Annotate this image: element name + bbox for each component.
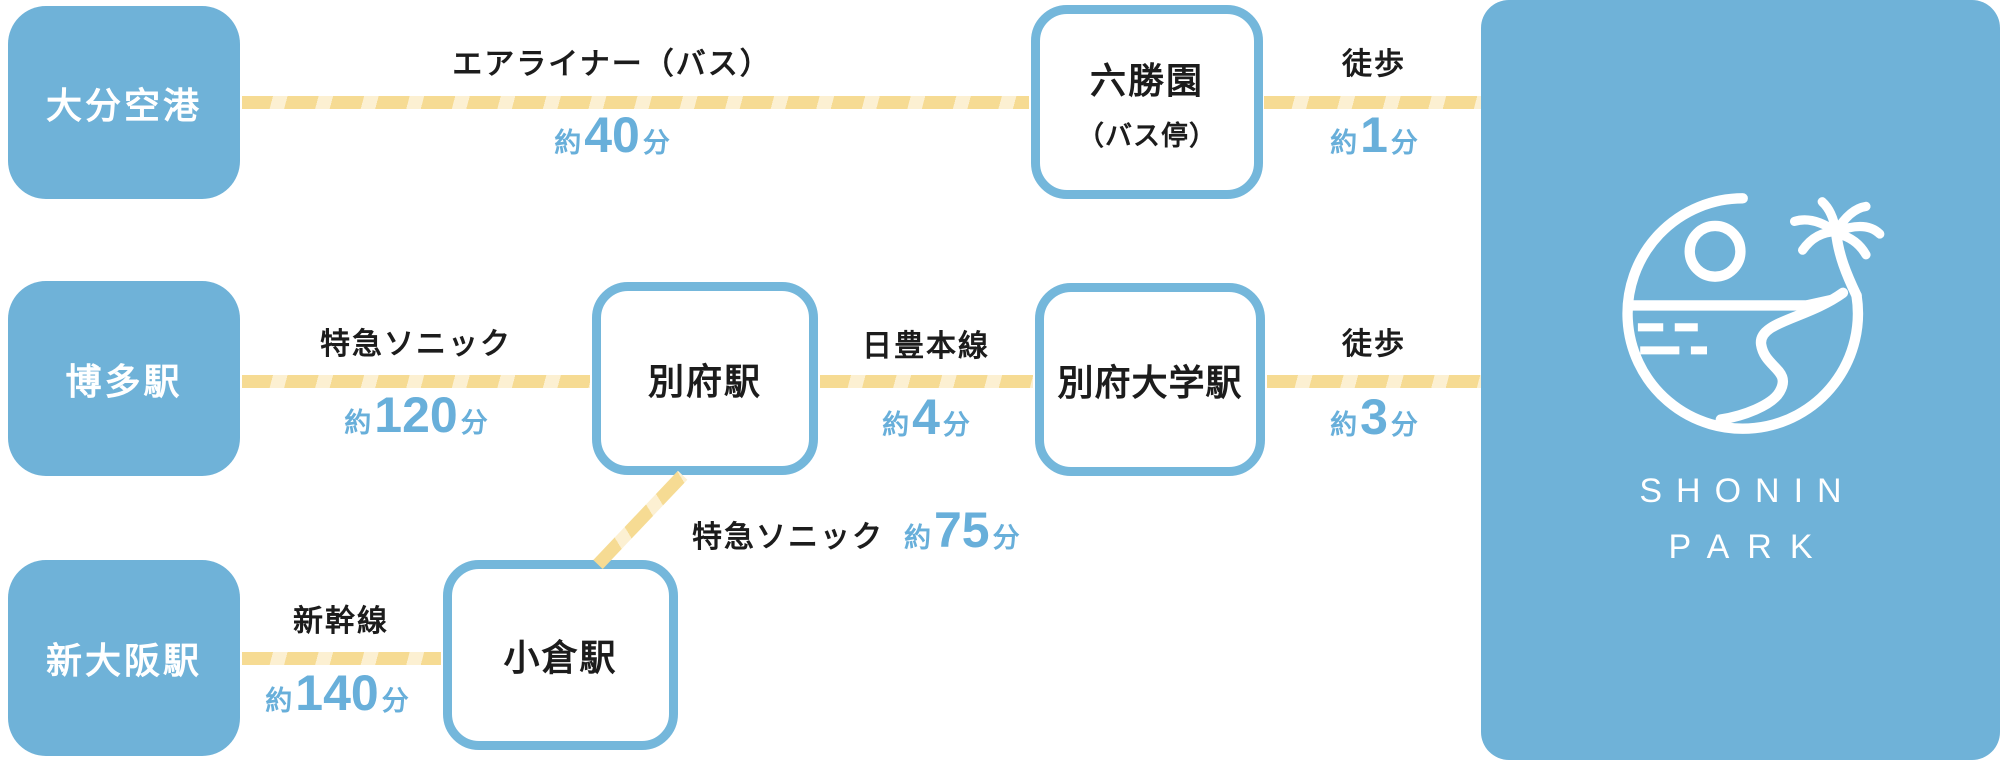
route-line-sonic-kokura-beppu <box>593 470 688 569</box>
node-kokura-station-label: 小倉駅 <box>503 637 618 678</box>
node-rokushoen-bus-stop: 六勝園 （バス停） <box>1031 5 1263 199</box>
leg-airliner-bus-name: エアライナー（バス） <box>452 48 772 81</box>
leg-walk-rokushoen-minutes: 1 <box>1360 107 1388 163</box>
leg-airliner-bus-approx: 約 <box>554 128 582 158</box>
leg-airliner-bus-time: 約 40 分 <box>554 110 670 160</box>
node-hakata-station-label: 博多駅 <box>65 360 183 402</box>
node-hakata-station: 博多駅 <box>8 281 240 476</box>
node-beppu-station-label: 別府駅 <box>647 360 762 402</box>
leg-walk-beppu-univ-time: 約 3 分 <box>1330 392 1418 442</box>
leg-sonic-kokura-unit: 分 <box>992 523 1020 553</box>
node-kokura-station: 小倉駅 <box>443 560 678 750</box>
route-line-walk-from-rokushoen <box>1264 96 1481 109</box>
leg-sonic-kokura-label: 特急ソニック 約 75 分 <box>692 505 1020 556</box>
leg-sonic-hakata-approx: 約 <box>344 408 372 438</box>
leg-shinkansen-minutes: 140 <box>295 665 379 721</box>
leg-shinkansen-approx: 約 <box>265 686 293 716</box>
leg-sonic-hakata-time: 約 120 分 <box>344 390 487 440</box>
leg-shinkansen-time: 約 140 分 <box>265 668 408 718</box>
leg-nippo-line-approx: 約 <box>882 410 910 440</box>
leg-nippo-line-name: 日豊本線 <box>862 330 990 363</box>
route-line-shinkansen <box>242 652 441 665</box>
leg-sonic-hakata-name: 特急ソニック <box>320 328 512 361</box>
route-line-sonic-hakata-beppu <box>242 375 590 388</box>
node-oita-airport: 大分空港 <box>8 6 240 199</box>
node-beppu-university-station-label: 別府大学駅 <box>1057 361 1243 403</box>
shonin-park-beach-logo-icon <box>1622 193 1885 434</box>
leg-walk-rokushoen-time: 約 1 分 <box>1330 110 1418 160</box>
brand-name-line-2: PARK <box>1481 530 2000 564</box>
leg-walk-rokushoen-name: 徒歩 <box>1342 48 1406 81</box>
brand-name-line-1: SHONIN <box>1481 474 2000 508</box>
leg-walk-beppu-univ-unit: 分 <box>1390 410 1418 440</box>
brand-park-text: PARK <box>1668 528 1831 566</box>
node-beppu-university-station: 別府大学駅 <box>1035 283 1265 476</box>
leg-sonic-kokura-time: 約 75 分 <box>904 505 1020 555</box>
leg-walk-beppu-univ-approx: 約 <box>1330 410 1358 440</box>
leg-airliner-bus-minutes: 40 <box>584 107 640 163</box>
leg-nippo-line-time: 約 4 分 <box>882 392 970 442</box>
node-beppu-station: 別府駅 <box>592 282 818 475</box>
leg-shinkansen-name: 新幹線 <box>293 605 389 638</box>
node-shin-osaka-station: 新大阪駅 <box>8 560 240 756</box>
node-oita-airport-label: 大分空港 <box>45 84 202 126</box>
route-line-airliner-bus <box>242 96 1029 109</box>
leg-sonic-hakata-minutes: 120 <box>374 387 458 443</box>
node-rokushoen-label: 六勝園 <box>1089 59 1204 101</box>
route-line-walk-from-beppu-univ <box>1267 375 1481 388</box>
brand-shonin-text: SHONIN <box>1639 472 1856 510</box>
leg-walk-rokushoen-unit: 分 <box>1390 128 1418 158</box>
leg-walk-beppu-univ-minutes: 3 <box>1360 389 1388 445</box>
leg-shinkansen-unit: 分 <box>381 686 409 716</box>
leg-nippo-line-minutes: 4 <box>912 389 940 445</box>
leg-sonic-kokura-approx: 約 <box>904 523 931 553</box>
leg-sonic-kokura-minutes: 75 <box>934 502 990 558</box>
leg-sonic-hakata-unit: 分 <box>460 408 488 438</box>
leg-airliner-bus-unit: 分 <box>642 128 670 158</box>
leg-walk-rokushoen-approx: 約 <box>1330 128 1358 158</box>
leg-nippo-line-unit: 分 <box>942 410 970 440</box>
destination-panel: SHONIN PARK <box>1481 0 2000 760</box>
route-line-nippo-main-line <box>820 375 1033 388</box>
node-rokushoen-sublabel: （バス停） <box>1077 120 1217 151</box>
leg-walk-beppu-univ-name: 徒歩 <box>1342 328 1406 361</box>
node-shin-osaka-station-label: 新大阪駅 <box>45 640 202 681</box>
leg-sonic-kokura-name: 特急ソニック <box>692 521 884 554</box>
